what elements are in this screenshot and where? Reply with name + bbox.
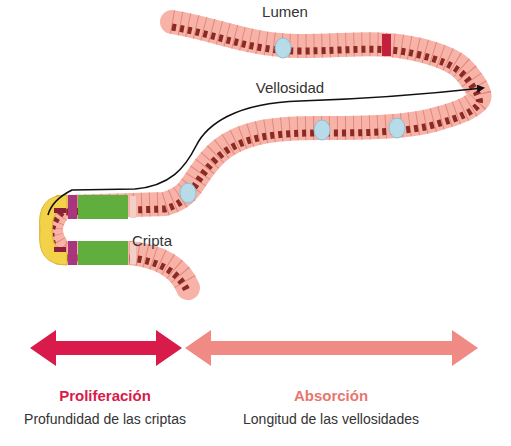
proliferation-title: Proliferación <box>59 387 151 404</box>
crypt-cells <box>40 195 136 265</box>
goblet-cells <box>180 34 405 203</box>
cell-nuclei <box>51 27 479 293</box>
absorption-arrow <box>185 330 478 366</box>
migration-arrow <box>48 88 483 215</box>
villus-label: Vellosidad <box>256 79 324 96</box>
crypt-depth-label: Profundidad de las criptas <box>24 411 186 427</box>
villus-length-label: Longitud de las vellosidades <box>243 411 419 427</box>
absorption-title: Absorción <box>294 387 368 404</box>
crypt-label: Cripta <box>132 232 172 249</box>
cell-layer <box>51 22 479 288</box>
cell-borders <box>51 22 479 288</box>
lumen-label: Lumen <box>262 3 308 20</box>
proliferation-arrow <box>30 330 182 366</box>
